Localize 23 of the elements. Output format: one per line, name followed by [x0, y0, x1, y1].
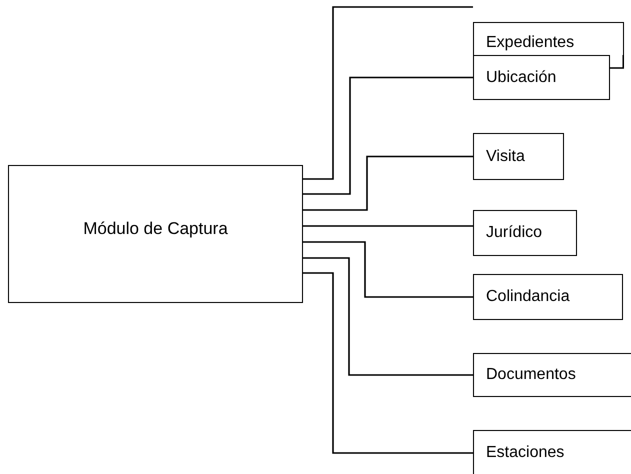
connector-line	[303, 225, 473, 227]
connector-line	[303, 156, 473, 211]
connector-line	[303, 272, 473, 454]
module-box	[8, 165, 303, 303]
section-box	[473, 210, 577, 256]
box-label: Colindancia	[486, 287, 570, 307]
box-label: Jurídico	[486, 223, 542, 243]
connector-line	[303, 257, 473, 376]
section-box	[473, 133, 564, 180]
box-label: Documentos	[486, 365, 576, 385]
section-box	[473, 55, 610, 100]
section-box	[473, 353, 631, 397]
box-label: Módulo de Captura	[83, 218, 228, 240]
section-box	[473, 430, 631, 474]
box-label: Visita	[486, 146, 525, 166]
section-box	[473, 22, 624, 55]
box-label: Ubicación	[486, 68, 556, 88]
connector-line	[303, 241, 473, 298]
box-label: Estaciones	[486, 443, 564, 463]
box-label: Expedientes	[486, 33, 574, 53]
section-box	[473, 274, 623, 320]
connector-line	[303, 76, 473, 195]
connector-line	[303, 6, 473, 180]
